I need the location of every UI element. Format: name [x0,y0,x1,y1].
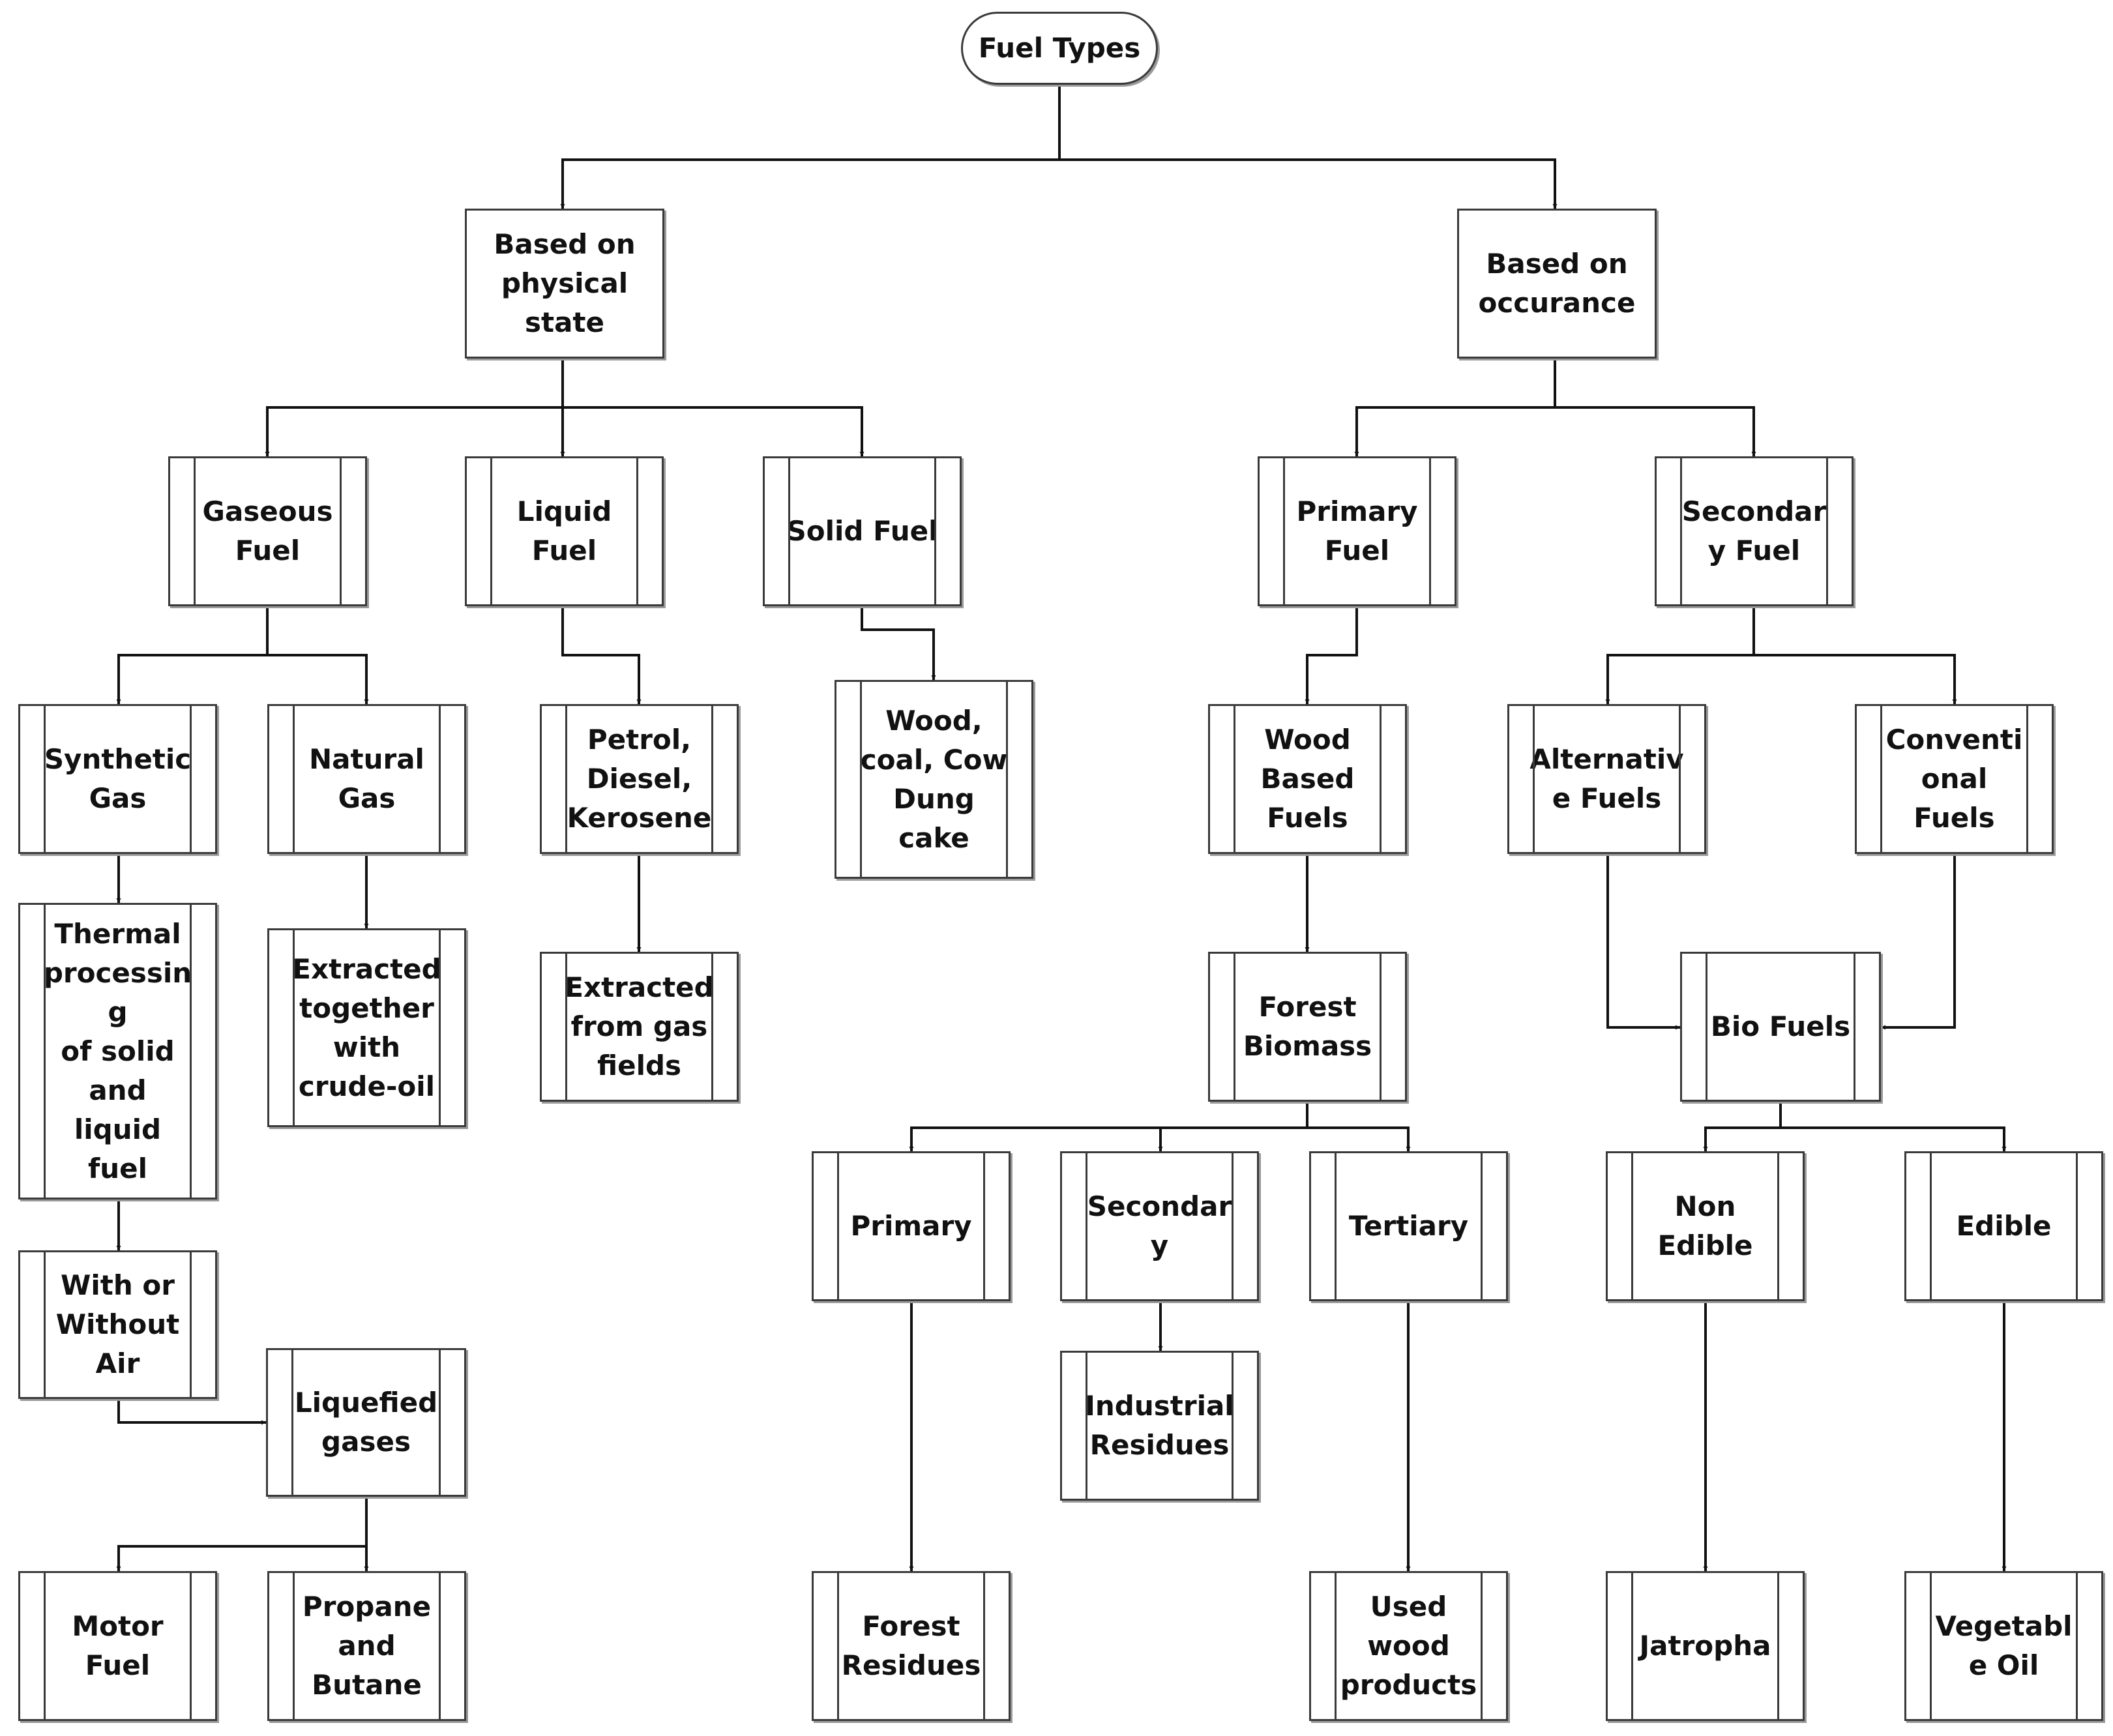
node-liquefied-gases-label: Liquefied gases [294,1387,438,1458]
node-liquid-fuel-label: Liquid Fuel [516,495,612,566]
edge-biomass-primary [909,1102,1308,1151]
node-natural-gas-label: Natural Gas [309,743,424,814]
node-alternative-fuels: Alternativ e Fuels [1507,704,1706,854]
node-extracted-gas-fields-label: Extracted from gas fields [565,971,714,1081]
node-petrol-diesel-kerosene: Petrol, Diesel, Kerosene [540,704,739,854]
node-used-wood-products: Used wood products [1309,1571,1508,1721]
node-gaseous-fuel-label: Gaseous Fuel [202,495,333,566]
node-fb-secondary: Secondar y [1060,1151,1259,1301]
node-industrial-residues: Industrial Residues [1060,1351,1259,1501]
node-jatropha: Jatropha [1606,1571,1805,1721]
node-fuel-types-label: Fuel Types [978,32,1141,64]
node-solid-fuel-label: Solid Fuel [786,515,938,547]
edge-root-physical [560,85,1061,209]
edge-alternative-bio [1606,854,1680,1030]
edge-bio-edible [1781,1126,2007,1151]
node-motor-fuel-label: Motor Fuel [72,1610,164,1681]
node-industrial-residues-label: Industrial Residues [1085,1390,1234,1461]
node-synthetic-gas-label: Synthetic Gas [44,743,192,814]
node-vegetable-oil-label: Vegetabl e Oil [1935,1610,2073,1681]
node-natural-gas: Natural Gas [267,704,466,854]
edge-gaseous-synthetic [116,606,269,704]
node-jatropha-label: Jatropha [1639,1630,1771,1662]
node-alternative-fuels-label: Alternativ e Fuels [1529,743,1684,814]
node-fb-tertiary-label: Tertiary [1348,1210,1469,1242]
node-forest-biomass: Forest Biomass [1208,952,1407,1102]
node-edible: Edible [1904,1151,2103,1301]
node-fb-primary: Primary [812,1151,1011,1301]
edge-physical-gaseous [265,359,564,456]
node-solid-fuel: Solid Fuel [763,456,962,606]
node-extracted-crude-oil: Extracted together with crude-oil [267,928,466,1127]
node-wood-based-fuels: Wood Based Fuels [1208,704,1407,854]
edge-gaseous-natural [267,654,369,704]
node-wood-coal-dung-label: Wood, coal, Cow Dung cake [860,704,1008,854]
node-propane-butane-label: Propane and Butane [302,1591,432,1701]
node-bio-fuels: Bio Fuels [1680,952,1881,1102]
node-used-wood-products-label: Used wood products [1340,1591,1477,1701]
edge-occurance-secondary [1555,406,1756,456]
node-extracted-gas-fields: Extracted from gas fields [540,952,739,1102]
node-thermal-processing: Thermal processin g of solid and liquid … [18,903,217,1199]
node-based-on-physical-state-label: Based on physical state [494,228,636,338]
node-forest-residues-label: Forest Residues [841,1610,981,1681]
node-primary-fuel-label: Primary Fuel [1296,495,1418,566]
node-non-edible: Non Edible [1606,1151,1805,1301]
node-with-or-without-air: With or Without Air [18,1250,217,1399]
node-non-edible-label: Non Edible [1657,1190,1753,1261]
edge-primary-woodbased [1305,606,1358,704]
node-wood-coal-dung: Wood, coal, Cow Dung cake [835,680,1033,879]
edge-occurance-primary [1354,359,1556,456]
node-motor-fuel: Motor Fuel [18,1571,217,1721]
node-propane-butane: Propane and Butane [267,1571,466,1721]
node-secondary-fuel-label: Secondar y Fuel [1681,495,1827,566]
node-gaseous-fuel: Gaseous Fuel [168,456,367,606]
node-based-on-occurance-label: Based on occurance [1478,248,1636,319]
edge-liquefied-motor [116,1497,368,1571]
node-forest-biomass-label: Forest Biomass [1243,991,1372,1062]
node-with-or-without-air-label: With or Without Air [55,1269,180,1379]
node-fb-secondary-label: Secondar y [1087,1190,1232,1261]
node-based-on-occurance: Based on occurance [1457,209,1657,359]
node-thermal-processing-label: Thermal processin g of solid and liquid … [43,917,192,1184]
node-fuel-types: Fuel Types [961,12,1158,85]
edge-bio-nonedible [1703,1102,1782,1151]
node-synthetic-gas: Synthetic Gas [18,704,217,854]
node-extracted-crude-oil-label: Extracted together with crude-oil [292,952,441,1102]
node-edible-label: Edible [1956,1210,2052,1242]
node-secondary-fuel: Secondar y Fuel [1655,456,1854,606]
edge-secondary-conventional [1754,654,1957,704]
node-petrol-diesel-kerosene-label: Petrol, Diesel, Kerosene [567,724,712,834]
node-bio-fuels-label: Bio Fuels [1710,1010,1851,1042]
edge-conventional-bio [1881,854,1956,1030]
edge-physical-solid [563,406,864,456]
node-wood-based-fuels-label: Wood Based Fuels [1260,724,1355,834]
edge-air-liquefied [117,1399,266,1425]
node-forest-residues: Forest Residues [812,1571,1011,1721]
edge-biomass-tertiary [1307,1126,1411,1151]
edge-solid-wood [861,606,936,680]
edge-root-occurance [1059,158,1558,209]
node-primary-fuel: Primary Fuel [1258,456,1456,606]
edge-liquid-petrol [561,606,642,704]
node-vegetable-oil: Vegetabl e Oil [1904,1571,2103,1721]
node-based-on-physical-state: Based on physical state [465,209,664,359]
node-fb-tertiary: Tertiary [1309,1151,1508,1301]
node-liquid-fuel: Liquid Fuel [465,456,664,606]
node-conventional-fuels: Conventi onal Fuels [1855,704,2054,854]
node-fb-primary-label: Primary [850,1210,972,1242]
edge-secondary-alternative [1605,606,1755,704]
node-conventional-fuels-label: Conventi onal Fuels [1885,724,2023,834]
node-liquefied-gases: Liquefied gases [266,1348,466,1497]
